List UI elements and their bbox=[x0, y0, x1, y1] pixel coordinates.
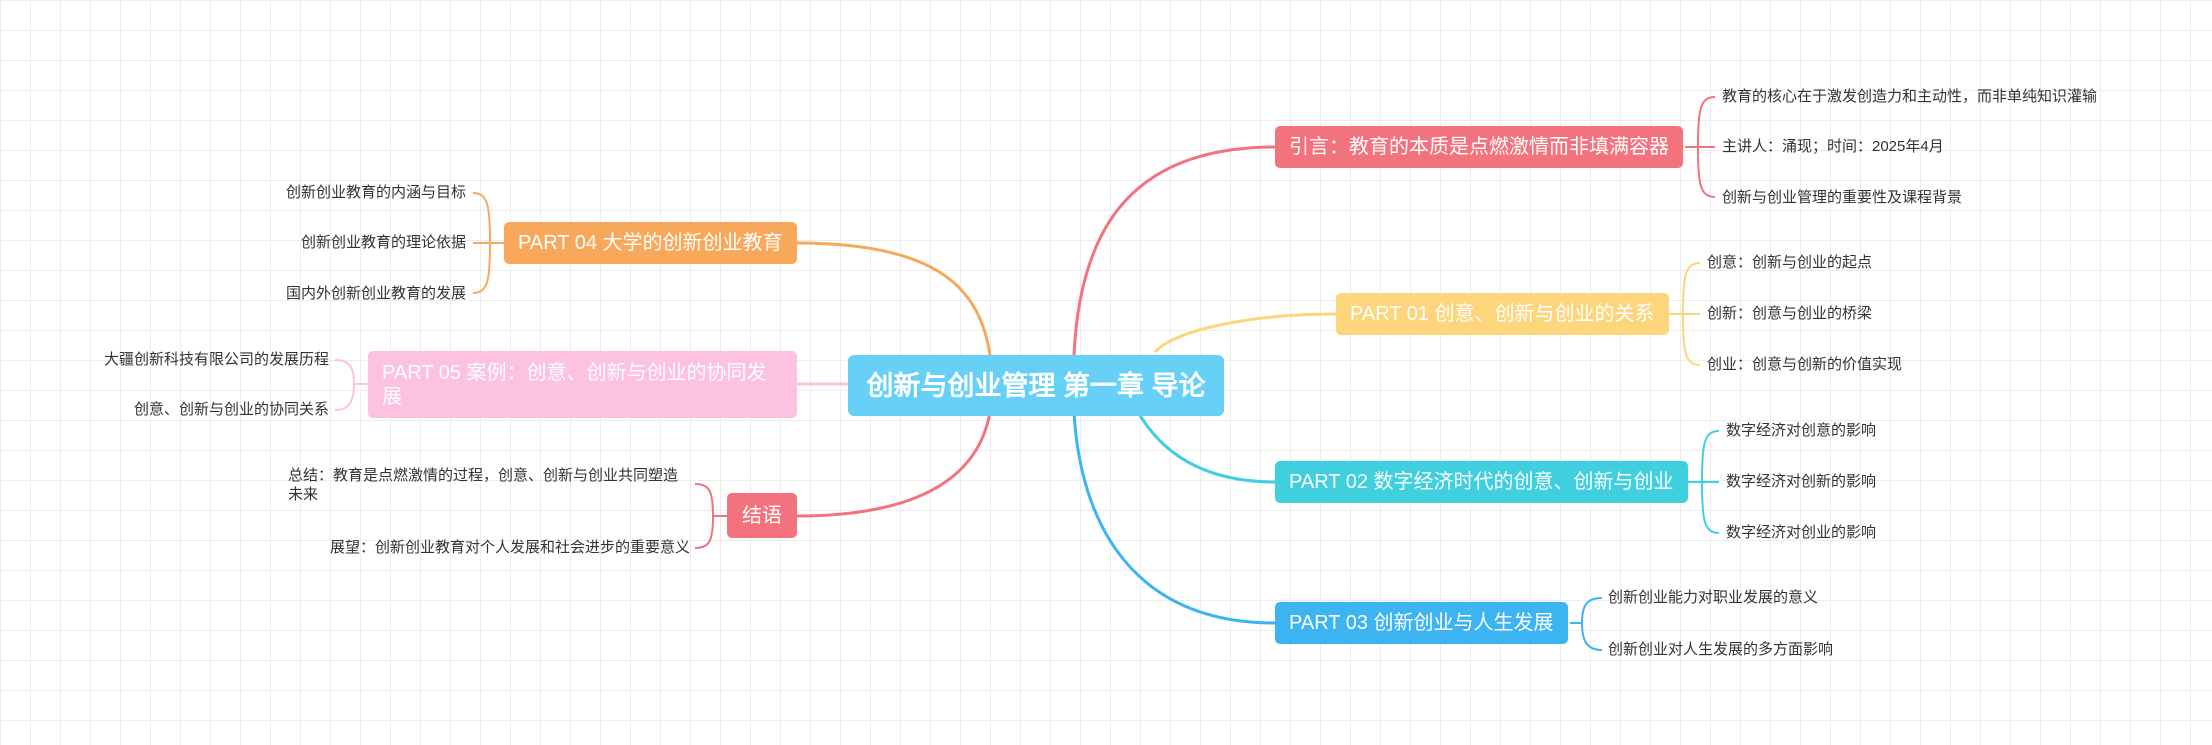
leaf-intro-1[interactable]: 教育的核心在于激发创造力和主动性，而非单纯知识灌输 bbox=[1722, 88, 2098, 105]
leaf-part03-2[interactable]: 创新创业对人生发展的多方面影响 bbox=[1608, 641, 1834, 658]
leaf-part04-2[interactable]: 创新创业教育的理论依据 bbox=[300, 234, 466, 251]
leaf-part02-1[interactable]: 数字经济对创意的影响 bbox=[1726, 422, 1877, 439]
topic-part02[interactable]: PART 02 数字经济时代的创意、创新与创业 bbox=[1275, 461, 1688, 503]
topic-conclusion[interactable]: 结语 bbox=[727, 493, 797, 538]
leaf-intro-3[interactable]: 创新与创业管理的重要性及课程背景 bbox=[1722, 189, 1963, 206]
topic-part05[interactable]: PART 05 案例：创意、创新与创业的协同发展 bbox=[368, 351, 797, 418]
leaf-part05-1[interactable]: 大疆创新科技有限公司的发展历程 bbox=[103, 351, 329, 368]
connector-part04 bbox=[796, 241, 992, 356]
connector-part03 bbox=[1072, 411, 1276, 625]
leaf-part01-3[interactable]: 创业：创意与创新的价值实现 bbox=[1707, 356, 1903, 373]
leaf-part03-1[interactable]: 创新创业能力对职业发展的意义 bbox=[1608, 589, 1819, 606]
leaf-intro-2[interactable]: 主讲人：涌现；时间：2025年4月 bbox=[1722, 138, 1944, 155]
leaf-conclusion-2[interactable]: 展望：创新创业教育对个人发展和社会进步的重要意义 bbox=[329, 539, 690, 556]
leaf-part01-2[interactable]: 创新：创意与创业的桥梁 bbox=[1707, 305, 1873, 322]
central-topic[interactable]: 创新与创业管理 第一章 导论 bbox=[848, 355, 1224, 416]
leaf-part04-1[interactable]: 创新创业教育的内涵与目标 bbox=[285, 184, 466, 201]
leaf-part05-2[interactable]: 创意、创新与创业的协同关系 bbox=[133, 401, 329, 418]
leaf-part02-3[interactable]: 数字经济对创业的影响 bbox=[1726, 524, 1877, 541]
connector-part01 bbox=[1153, 312, 1337, 354]
leaf-conclusion-1[interactable]: 总结：教育是点燃激情的过程，创意、创新与创业共同塑造未来 bbox=[288, 467, 679, 503]
leaf-part02-2[interactable]: 数字经济对创新的影响 bbox=[1726, 473, 1877, 490]
connector-part02 bbox=[1136, 411, 1276, 484]
topic-part01[interactable]: PART 01 创意、创新与创业的关系 bbox=[1336, 293, 1669, 335]
topic-part03[interactable]: PART 03 创新创业与人生发展 bbox=[1275, 602, 1568, 644]
topic-part04[interactable]: PART 04 大学的创新创业教育 bbox=[504, 222, 797, 264]
leaf-part04-3[interactable]: 国内外创新创业教育的发展 bbox=[285, 285, 466, 302]
connector-conclusion bbox=[796, 411, 992, 518]
leaf-part01-1[interactable]: 创意：创新与创业的起点 bbox=[1707, 254, 1873, 271]
connector-intro bbox=[1072, 145, 1276, 356]
topic-intro[interactable]: 引言：教育的本质是点燃激情而非填满容器 bbox=[1275, 126, 1683, 168]
